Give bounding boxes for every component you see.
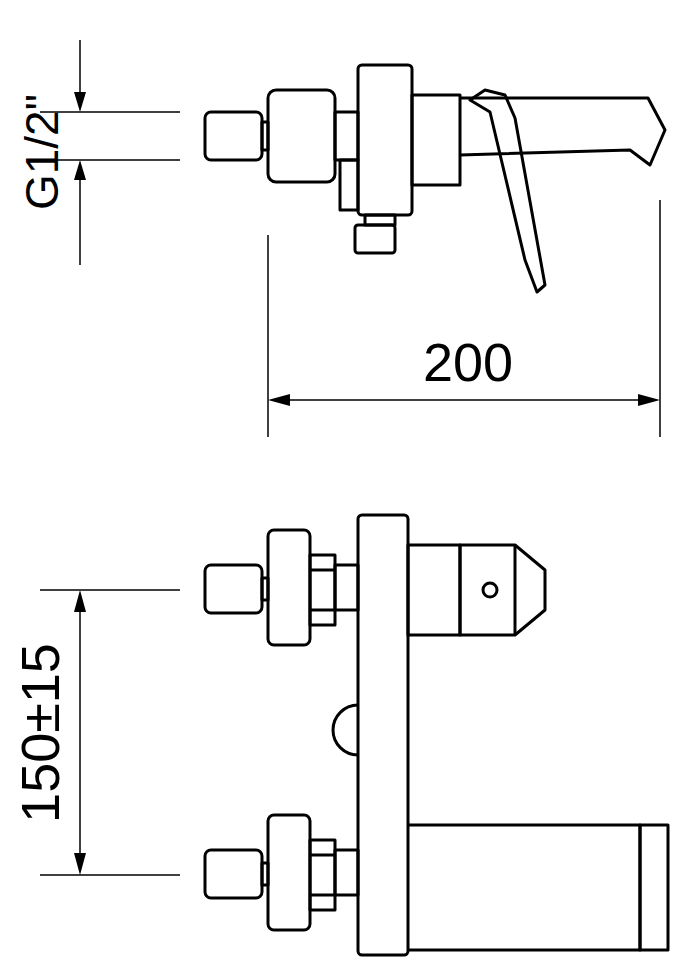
dimension: 200	[423, 335, 513, 389]
front-view	[40, 515, 668, 955]
dimension: 150±15	[13, 643, 67, 823]
top-view	[40, 40, 665, 437]
thread-size: G1/2"	[19, 94, 65, 210]
